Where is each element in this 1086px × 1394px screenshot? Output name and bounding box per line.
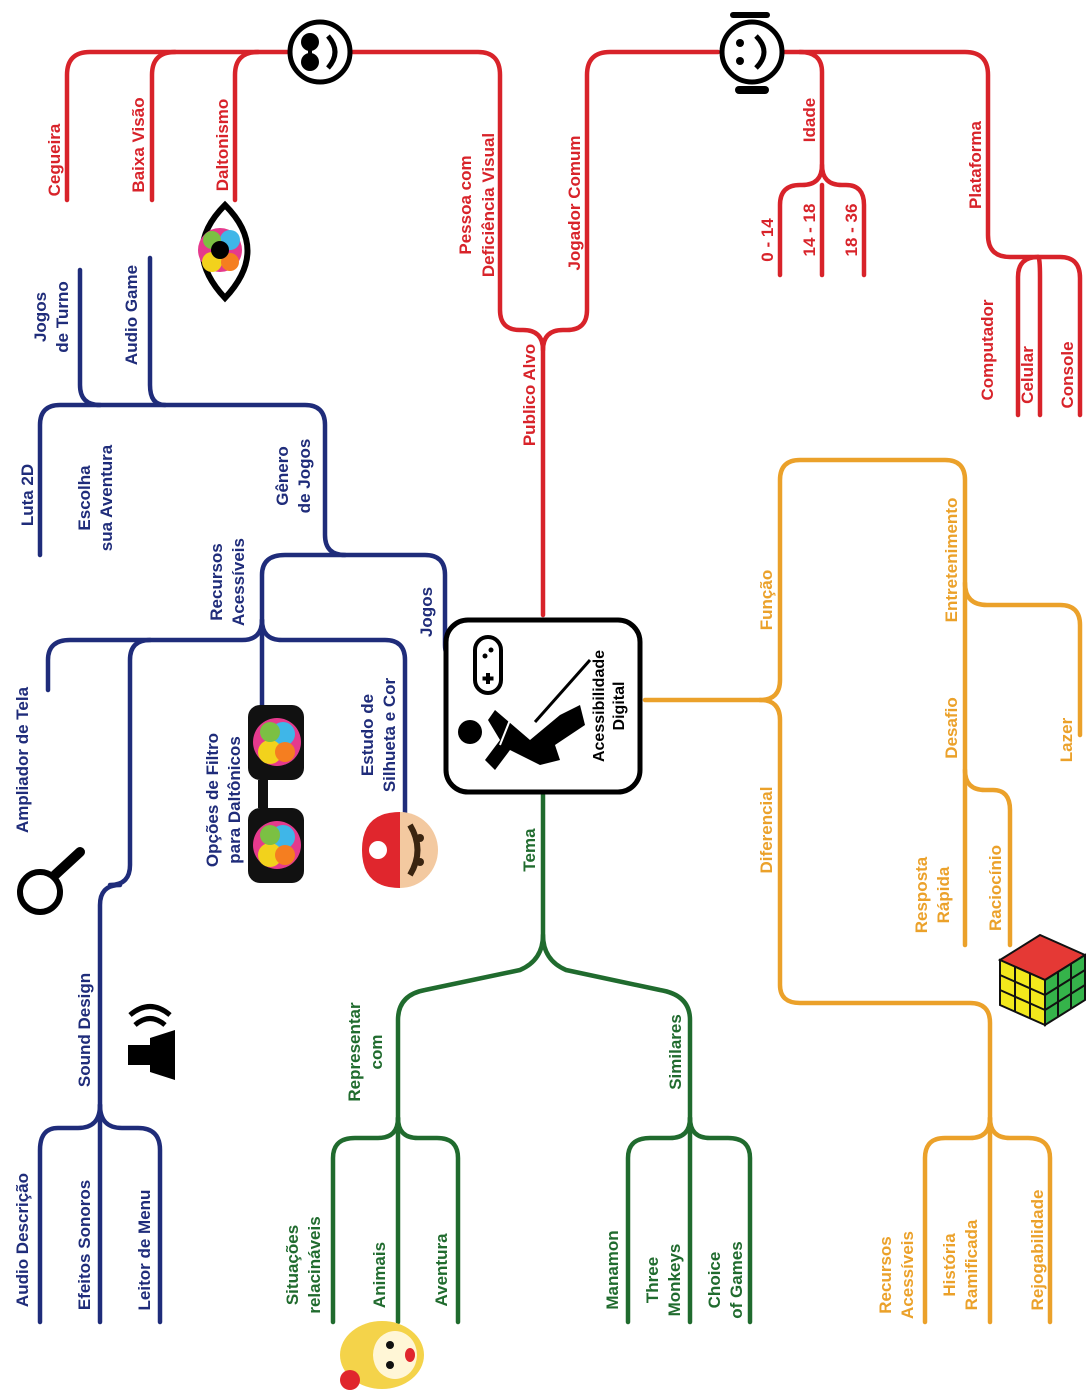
choice-games-line2: of Games (727, 1241, 746, 1318)
jogador-comum-label: Jogador Comum (565, 135, 584, 270)
luta-2d-label: Luta 2D (18, 464, 37, 526)
escolha-aventura-line2: sua Aventura (97, 444, 116, 551)
aventura-label: Aventura (432, 1233, 451, 1307)
colorful-glasses-icon (248, 705, 304, 883)
audio-descricao-label: Audio Descrição (13, 1173, 32, 1307)
headset-face-icon (719, 12, 785, 94)
branch-jogos (37, 255, 471, 1325)
branch-funcao (642, 457, 1083, 1325)
branch-publico-alvo (64, 49, 1083, 618)
daltonismo-label: Daltonismo (213, 99, 232, 192)
mario-icon (362, 812, 438, 888)
sound-design-label: Sound Design (75, 973, 94, 1087)
magnifier-icon (17, 847, 85, 915)
ampliador-label: Ampliador de Tela (13, 686, 32, 833)
situacoes-line1: Situações (283, 1225, 302, 1305)
central-node: Acessibilidade Digital (443, 617, 643, 795)
idade-label: Idade (800, 98, 819, 142)
manamon-label: Manamon (603, 1230, 622, 1309)
isabelle-icon (340, 1321, 424, 1390)
historia-ramificada-line1: História (940, 1233, 959, 1297)
pessoa-label-line1: Pessoa com (456, 155, 475, 254)
entretenimento-label: Entretenimento (942, 498, 961, 623)
publico-alvo-label: Publico Alvo (520, 344, 539, 446)
rubik-cube-icon (997, 933, 1086, 1027)
genero-label-line1: Gênero (273, 446, 292, 506)
diferencial-label: Diferencial (757, 787, 776, 874)
historia-ramificada-line2: Ramificada (962, 1219, 981, 1310)
gamepad-icon (473, 635, 503, 695)
blind-person-icon (458, 659, 592, 770)
rejogabilidade-label: Rejogabilidade (1028, 1190, 1047, 1311)
resposta-rapida-line1: Resposta (912, 856, 931, 933)
celular-label: Celular (1018, 346, 1037, 404)
sunglasses-face-icon (287, 19, 353, 85)
computador-label: Computador (978, 299, 997, 400)
desafio-label: Desafio (942, 697, 961, 758)
idade-0-14-label: 0 - 14 (758, 218, 777, 262)
lazer-label: Lazer (1057, 717, 1076, 762)
branch-tema (330, 792, 753, 1325)
three-monkeys-line2: Monkeys (665, 1244, 684, 1317)
tema-label: Tema (520, 828, 539, 872)
filtro-label-line1: Opções de Filtro (203, 733, 222, 867)
silhueta-label-line1: Estudo de (358, 694, 377, 776)
baixa-visao-label: Baixa Visão (129, 97, 148, 192)
situacoes-line2: relacináveis (305, 1216, 324, 1313)
speaker-icon (128, 1004, 175, 1080)
pessoa-label-line2: Deficiência Visual (479, 133, 498, 277)
plataforma-label: Plataforma (966, 121, 985, 209)
silhueta-label-line2: Silhueta e Cor (380, 677, 399, 792)
three-monkeys-line1: Three (643, 1257, 662, 1303)
recursos-acessiveis-line1: Recursos (207, 543, 226, 620)
center-title-line1: Acessibilidade (591, 650, 608, 762)
efeitos-sonoros-label: Efeitos Sonoros (75, 1180, 94, 1310)
jogos-label: Jogos (417, 587, 436, 637)
genero-label-line2: de Jogos (295, 439, 314, 514)
jogos-de-turno-line1: Jogos (31, 292, 50, 342)
leitor-de-menu-label: Leitor de Menu (135, 1190, 154, 1311)
funcao-label: Função (757, 570, 776, 630)
idade-14-18-label: 14 - 18 (800, 204, 819, 257)
representar-line1: Representar (345, 1002, 364, 1102)
center-title-line2: Digital (611, 682, 628, 731)
similares-label: Similares (666, 1014, 685, 1090)
audio-game-label: Audio Game (122, 265, 141, 365)
jogos-de-turno-line2: de Turno (53, 281, 72, 352)
choice-games-line1: Choice (705, 1252, 724, 1309)
eye-icon (198, 200, 251, 303)
representar-line2: com (367, 1035, 386, 1070)
filtro-label-line2: para Daltônicos (225, 736, 244, 864)
console-label: Console (1058, 341, 1077, 408)
cegueira-label: Cegueira (45, 123, 64, 196)
animais-label: Animais (370, 1242, 389, 1308)
recursos-acessiveis-o-line2: Acessíveis (898, 1231, 917, 1319)
recursos-acessiveis-line2: Acessíveis (229, 538, 248, 626)
idade-18-36-label: 18 - 36 (842, 204, 861, 257)
raciocinio-label: Raciocínio (986, 845, 1005, 931)
recursos-acessiveis-o-line1: Recursos (876, 1236, 895, 1313)
escolha-aventura-line1: Escolha (75, 465, 94, 531)
resposta-rapida-line2: Rápida (934, 866, 953, 923)
